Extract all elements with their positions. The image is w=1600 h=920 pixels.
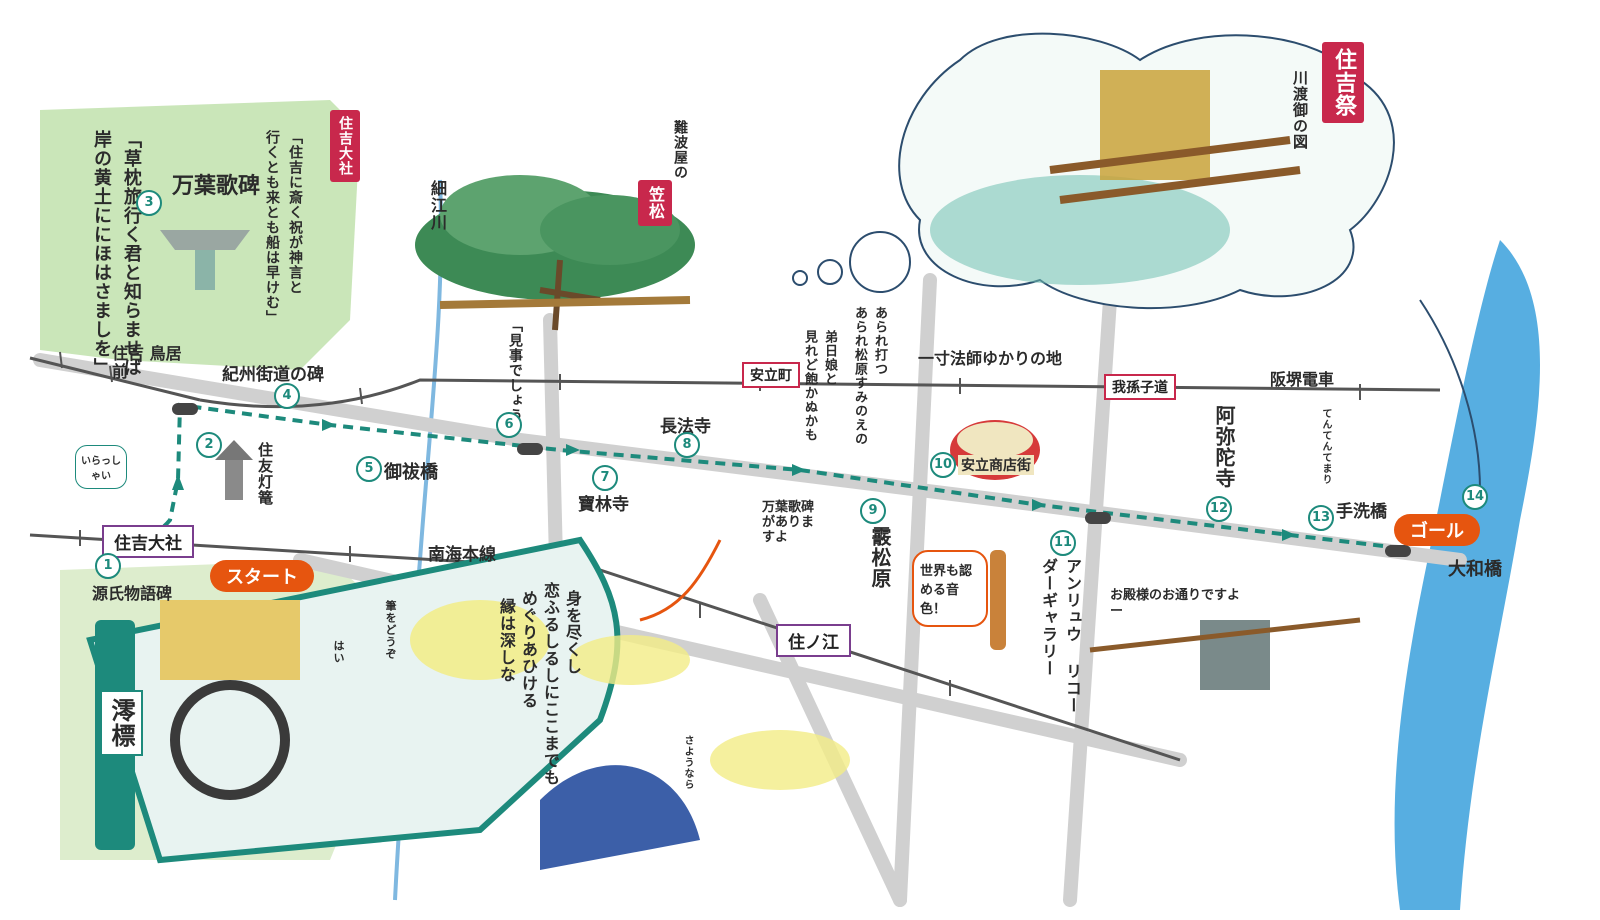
kasamatsu-pine — [415, 175, 695, 331]
nankai-honsen-label: 南海本線 — [428, 545, 496, 565]
abiko-michi-station[interactable]: 我孫子道 — [1104, 374, 1176, 400]
ox-cart — [160, 600, 300, 680]
anryu-recorder-gallery-label: アンリュウ リコーダーギャラリー — [1039, 558, 1082, 714]
arare-matsubara-label: 霰松原 — [868, 526, 892, 589]
poem-arare-line3: 弟日娘と — [822, 330, 837, 386]
anryu-shotengai-label: 安立商店街 — [958, 455, 1034, 475]
start-badge: スタート — [210, 560, 314, 592]
sumiyoshi-taisha-station[interactable]: 住吉大社 — [102, 525, 194, 558]
spot-8-marker[interactable]: 8 — [674, 432, 700, 458]
tearai-bashi-label: 手洗橋 — [1336, 502, 1387, 522]
migoto-speech: 「見事でしょう」 — [507, 318, 523, 438]
kishu-kaido-label: 紀州街道の碑 — [222, 365, 324, 385]
spot-14-marker[interactable]: 14 — [1462, 484, 1488, 510]
fude-speech: 筆をどうぞ — [384, 600, 397, 660]
poem-sumiyoshi-line2: 行くとも来とも船は早けむ」 — [264, 130, 280, 325]
manyo-kahi-title: 万葉歌碑 — [172, 174, 261, 199]
kasamatsu-tag: 笠松 — [638, 180, 672, 226]
recorder-icon — [990, 550, 1006, 650]
manyo-stone-icon — [160, 230, 250, 290]
naniwaya-label: 難波屋の — [672, 120, 688, 180]
poem-miotsukushi-line4: 縁は深しな — [497, 598, 516, 683]
spot-7-marker[interactable]: 7 — [592, 465, 618, 491]
spot-13-marker[interactable]: 13 — [1308, 505, 1334, 531]
spot-12-marker[interactable]: 12 — [1206, 496, 1232, 522]
spot-3-marker[interactable]: 3 — [136, 190, 162, 216]
poem-miotsukushi-line1: 身を尽くし — [563, 590, 582, 675]
hankai-densha-label: 阪堺電車 — [1270, 370, 1335, 389]
shrine-tag: 住吉大社 — [330, 110, 360, 182]
cart-wheel — [170, 680, 290, 800]
spot-2-marker[interactable]: 2 — [196, 432, 222, 458]
tenten-speech: てんてんてまり — [1320, 408, 1331, 485]
river-yamato — [1394, 240, 1540, 910]
misogibashi-label: 御祓橋 — [384, 462, 438, 483]
poem-miotsukushi-line3: めぐりあひける — [519, 590, 538, 709]
rail-ties — [59, 351, 1361, 696]
sumitomo-lantern-icon — [215, 440, 253, 500]
poem-arare-line1: あられ打つ — [872, 306, 887, 376]
suminoe-station[interactable]: 住ノ江 — [776, 624, 851, 657]
poem-manyo-line2: 岸の黄土ににほはさましを」 — [91, 130, 112, 377]
spot-5-marker[interactable]: 5 — [356, 456, 382, 482]
sumitomo-lantern-label: 住友灯篭 — [256, 442, 274, 506]
poem-miotsukushi-line2: 恋ふるしるしにここまでも — [541, 582, 560, 786]
anryu-machi-station[interactable]: 安立町 — [742, 362, 800, 388]
signal-tokens — [172, 403, 1411, 557]
sekai-speech: 世界も認める音色！ — [912, 550, 988, 627]
hosoe-river-label: 細江川 — [428, 180, 447, 231]
poem-sumiyoshi-line1: 「住吉に斎く祝が神言と — [287, 130, 303, 295]
poem-arare-line4: 見れど飽かぬかも — [802, 330, 817, 442]
spot-1-marker[interactable]: 1 — [95, 553, 121, 579]
scroll-title: 澪標 — [100, 690, 143, 756]
spot-11-marker[interactable]: 11 — [1050, 530, 1076, 556]
genji-monogatari-label: 源氏物語碑 — [92, 584, 173, 603]
sayonara-speech: さようなら — [682, 735, 693, 790]
chohoji-label: 長法寺 — [660, 417, 711, 437]
horinji-label: 寶林寺 — [578, 495, 629, 515]
spot-4-marker[interactable]: 4 — [274, 383, 300, 409]
route-arrows — [172, 419, 1296, 541]
poem-manyo-line1: 「草枕旅行く君と知らませば — [121, 130, 142, 377]
spot-9-marker[interactable]: 9 — [860, 498, 886, 524]
walking-route — [112, 402, 1401, 567]
torii-mae-label: 住吉 鳥居前 — [112, 344, 182, 381]
spot-6-marker[interactable]: 6 — [496, 412, 522, 438]
issunboshi-label: 一寸法師ゆかりの地 — [918, 349, 1063, 368]
otonosama-speech: お殿様のお通りですよー — [1110, 588, 1241, 619]
yamato-bashi-label: 大和橋 — [1448, 559, 1502, 580]
irasshai-bubble: いらっしゃい — [75, 445, 127, 489]
manyo-kahi-speech: 万葉歌碑がありますよ — [762, 500, 815, 545]
court-lady-robe — [540, 765, 700, 870]
hai-speech: はい — [332, 640, 345, 664]
spot-10-marker[interactable]: 10 — [930, 452, 956, 478]
poem-arare-line2: あられ松原すみのえの — [852, 306, 867, 446]
festival-caption: 川渡御の図 — [1291, 70, 1309, 150]
amidaji-label: 阿弥陀寺 — [1212, 405, 1236, 489]
goal-badge: ゴール — [1394, 514, 1480, 546]
festival-title-tag: 住吉祭 — [1322, 42, 1364, 123]
